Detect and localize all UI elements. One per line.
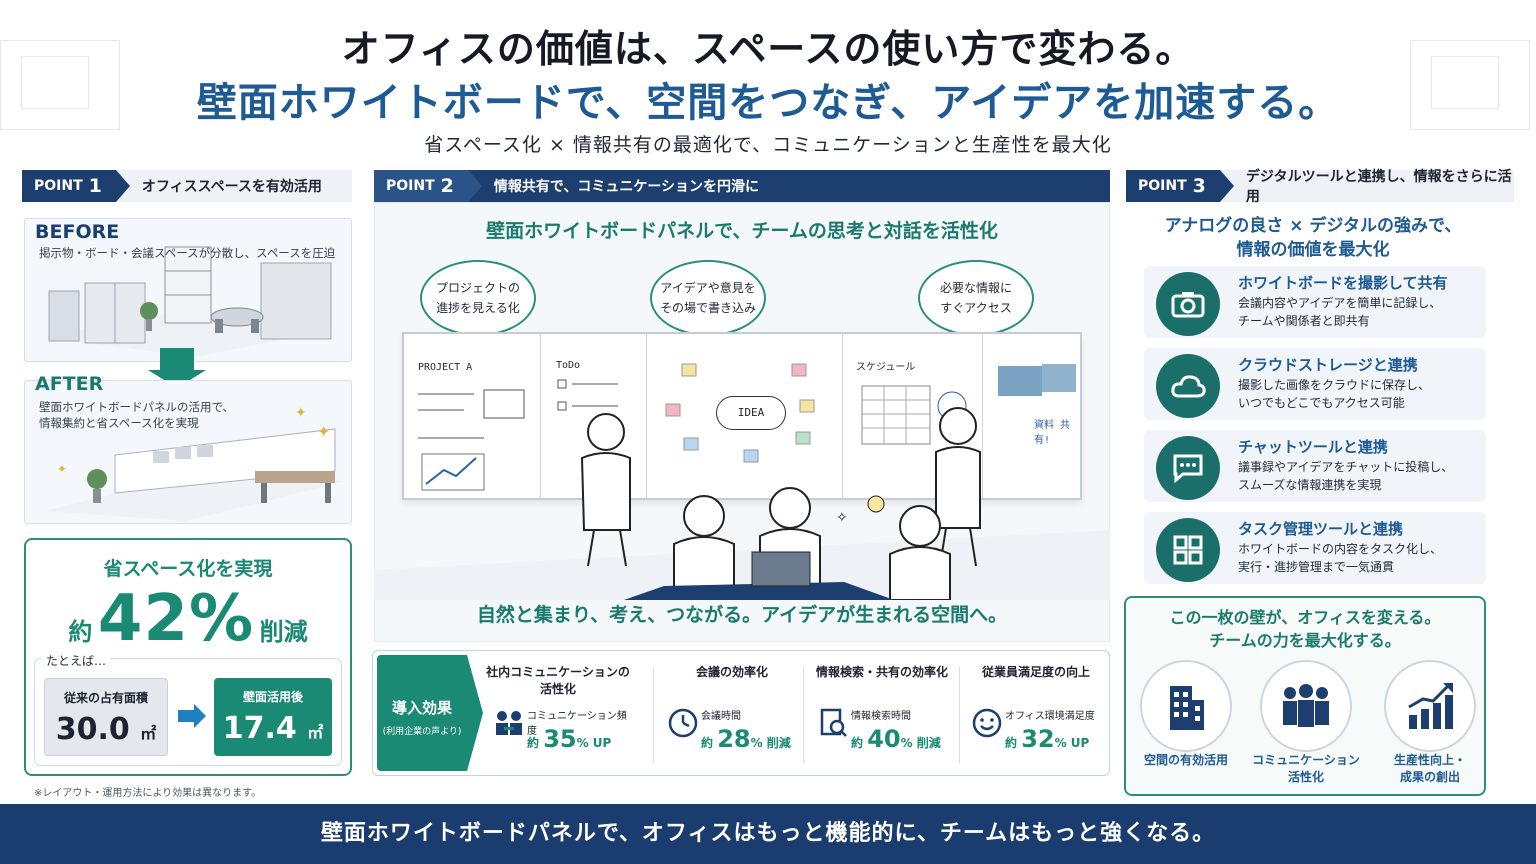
arrow-right-icon — [178, 704, 206, 728]
camera-icon — [1156, 272, 1220, 336]
page-header: オフィスの価値は、スペースの使い方で変わる。 壁面ホワイトボードで、空間をつなぎ… — [0, 0, 1536, 170]
old-area-box: 従来の占有面積 30.0 ㎡ — [44, 678, 168, 756]
board-idea-cloud: IDEA — [716, 396, 786, 430]
feature-photo-share: ホワイトボードを撮影して共有 会議内容やアイデアを簡単に記録し、チームや関係者と… — [1144, 266, 1486, 338]
chat-icon — [1156, 436, 1220, 500]
effect-satisfaction: 従業員満足度の向上 オフィス環境満足度 約 32% UP — [961, 663, 1111, 767]
wall-summary-card: この一枚の壁が、オフィスを変える。 チームの力を最大化する。 空間の有効活用 コ… — [1124, 596, 1486, 796]
svg-text:✦: ✦ — [317, 422, 330, 441]
effect-meeting: 会議の効率化 会議時間 約 28% 削減 — [657, 663, 807, 767]
space-saving-value: 約 42% 削減 — [68, 582, 308, 656]
building-icon — [1140, 660, 1232, 752]
wall-summary-title: この一枚の壁が、オフィスを変える。 チームの力を最大化する。 — [1169, 608, 1441, 650]
bubble-access: 必要な情報にすぐアクセス — [918, 260, 1034, 346]
page-headline: 壁面ホワイトボードで、空間をつなぎ、アイデアを加速する。 — [196, 80, 1340, 126]
arrow-down-icon — [148, 348, 206, 388]
page-subtitle: 省スペース化 × 情報共有の最適化で、コミュニケーションと生産性を最大化 — [424, 134, 1112, 156]
bubble-progress: プロジェクトの進捗を見える化 — [420, 260, 536, 346]
disclaimer-note: ※レイアウト・運用方法により効果は異なります。 — [34, 788, 262, 799]
smile-icon — [972, 708, 1002, 738]
before-label: BEFORE — [35, 221, 120, 243]
before-card: BEFORE 掲示物・ボード・会議スペースが分散し、スペースを圧迫 — [24, 218, 352, 362]
wall-item-productivity: 生産性向上・成果の創出 — [1393, 753, 1466, 784]
growth-chart-icon — [1384, 660, 1476, 752]
wall-item-communication: コミュニケーション活性化 — [1252, 753, 1360, 784]
point1-title: オフィススペースを有効活用 — [141, 179, 322, 195]
grid-icon — [1156, 518, 1220, 582]
meeting-people-icon — [496, 711, 522, 735]
board-todo-label: ToDo — [556, 360, 581, 371]
space-saving-title: 省スペース化を実現 — [103, 558, 273, 580]
feature-chat-tool: チャットツールと連携 議事録やアイデアをチャットに投稿し、スムーズな情報連携を実… — [1144, 430, 1486, 502]
after-label: AFTER — [35, 373, 104, 395]
space-saving-card: 省スペース化を実現 約 42% 削減 たとえば… 従来の占有面積 30.0 ㎡ … — [24, 538, 352, 776]
cloud-icon — [1156, 354, 1220, 418]
point3-title: デジタルツールと連携し、情報をさらに活用 — [1245, 169, 1512, 205]
after-description-1: 壁面ホワイトボードパネルの活用で、 — [39, 400, 235, 414]
decor-lines-left — [0, 40, 120, 130]
effects-tag: 導入効果 (利用企業の声より) — [377, 655, 483, 771]
footer-banner: 壁面ホワイトボードパネルで、オフィスはもっと機能的に、チームはもっと強くなる。 — [0, 804, 1536, 864]
svg-text:✦: ✦ — [57, 462, 67, 476]
wall-item-space: 空間の有効活用 — [1143, 753, 1228, 767]
point2-title: 情報共有で、コミュニケーションを円滑に — [493, 179, 760, 195]
svg-text:✧: ✧ — [836, 510, 848, 526]
new-area-box: 壁面活用後 17.4 ㎡ — [214, 678, 332, 756]
page-title: オフィスの価値は、スペースの使い方で変わる。 — [341, 27, 1195, 71]
example-label: たとえば… — [42, 652, 111, 669]
point3-main-title: アナログの良さ × デジタルの強みで、 情報の価値を最大化 — [1164, 216, 1462, 260]
feature-task-tool: タスク管理ツールと連携 ホワイトボードの内容をタスク化し、実行・進捗管理まで一気… — [1144, 512, 1486, 584]
bubble-ideas: アイデアや意見をその場で書き込み — [650, 260, 766, 346]
board-share-label: 資料 共有! — [1034, 420, 1071, 446]
effect-communication: 社内コミュニケーションの活性化 コミュニケーション頻度 約 35% UP — [486, 665, 630, 753]
point2-slogan: 自然と集まり、考え、つながる。アイデアが生まれる空間へ。 — [476, 604, 1008, 626]
point2-main-title: 壁面ホワイトボードパネルで、チームの思考と対話を活性化 — [486, 220, 998, 242]
after-description-2: 情報集約と省スペース化を実現 — [39, 416, 199, 430]
people-illustration: ✧ — [374, 407, 1110, 600]
board-sketches — [418, 363, 1076, 491]
team-icon — [1260, 660, 1352, 752]
before-office-illustration — [45, 246, 335, 357]
before-description: 掲示物・ボード・会議スペースが分散し、スペースを圧迫 — [39, 246, 336, 260]
svg-text:✦: ✦ — [295, 405, 307, 421]
clock-icon — [668, 708, 698, 738]
effects-panel: 導入効果 (利用企業の声より) 社内コミュニケーションの活性化 コミュニケーショ… — [372, 650, 1110, 776]
document-search-icon — [820, 708, 847, 737]
board-schedule-label: スケジュール — [856, 362, 916, 373]
after-card: ✦ ✦ ✦ AFTER 壁面ホワイトボードパネルの活用で、 情報集約と省スペース… — [24, 373, 352, 524]
effect-search: 情報検索・共有の効率化 情報検索時間 約 40% 削減 — [815, 665, 948, 753]
feature-cloud-storage: クラウドストレージと連携 撮影した画像をクラウドに保存し、いつでもどこでもアクセ… — [1144, 348, 1486, 420]
decor-lines-right — [1410, 40, 1530, 130]
after-office-illustration: ✦ ✦ ✦ — [45, 405, 345, 521]
board-project-label: PROJECT A — [418, 362, 473, 373]
